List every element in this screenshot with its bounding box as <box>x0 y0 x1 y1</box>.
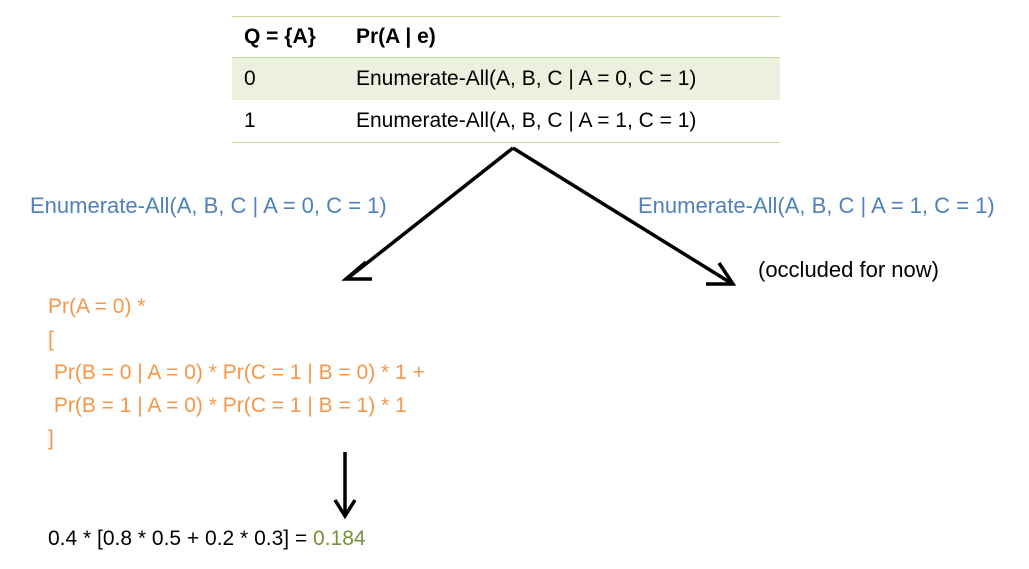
occluded-note: (occluded for now) <box>758 257 939 282</box>
result-expression: 0.4 * [0.8 * 0.5 + 0.2 * 0.3] = <box>48 527 314 550</box>
table-header-row: Q = {A} Pr(A | e) <box>232 17 780 58</box>
row-expression: Enumerate-All(A, B, C | A = 0, C = 1) <box>356 67 697 90</box>
header-probability: Pr(A | e) <box>356 25 436 48</box>
down-arrowhead <box>333 499 357 520</box>
query-table: Q = {A} Pr(A | e) 0 Enumerate-All(A, B, … <box>232 16 780 143</box>
result-line: 0.4 * [0.8 * 0.5 + 0.2 * 0.3] = 0.184 <box>48 527 366 551</box>
formula-line: ] <box>48 427 54 450</box>
right-arrowhead <box>706 262 737 286</box>
left-arrowhead <box>341 260 372 281</box>
header-query: Q = {A} <box>244 25 316 48</box>
enumeration-formula: Pr(A = 0) * [ Pr(B = 0 | A = 0) * Pr(C =… <box>48 290 425 455</box>
formula-line: Pr(B = 1 | A = 0) * Pr(C = 1 | B = 1) * … <box>48 394 407 417</box>
table-row: 0 Enumerate-All(A, B, C | A = 0, C = 1) <box>232 58 780 100</box>
result-value: 0.184 <box>313 527 366 550</box>
formula-line: [ <box>48 328 54 351</box>
right-branch-label: Enumerate-All(A, B, C | A = 1, C = 1) <box>638 193 995 218</box>
formula-line: Pr(A = 0) * <box>48 295 146 318</box>
table-row: 1 Enumerate-All(A, B, C | A = 1, C = 1) <box>232 100 780 143</box>
right-branch-arrow <box>512 146 732 285</box>
left-branch-label: Enumerate-All(A, B, C | A = 0, C = 1) <box>30 193 387 218</box>
left-branch-arrow <box>346 146 515 280</box>
formula-line: Pr(B = 0 | A = 0) * Pr(C = 1 | B = 0) * … <box>48 361 425 384</box>
row-query-value: 0 <box>244 67 256 90</box>
row-expression: Enumerate-All(A, B, C | A = 1, C = 1) <box>356 109 697 132</box>
row-query-value: 1 <box>244 109 256 132</box>
